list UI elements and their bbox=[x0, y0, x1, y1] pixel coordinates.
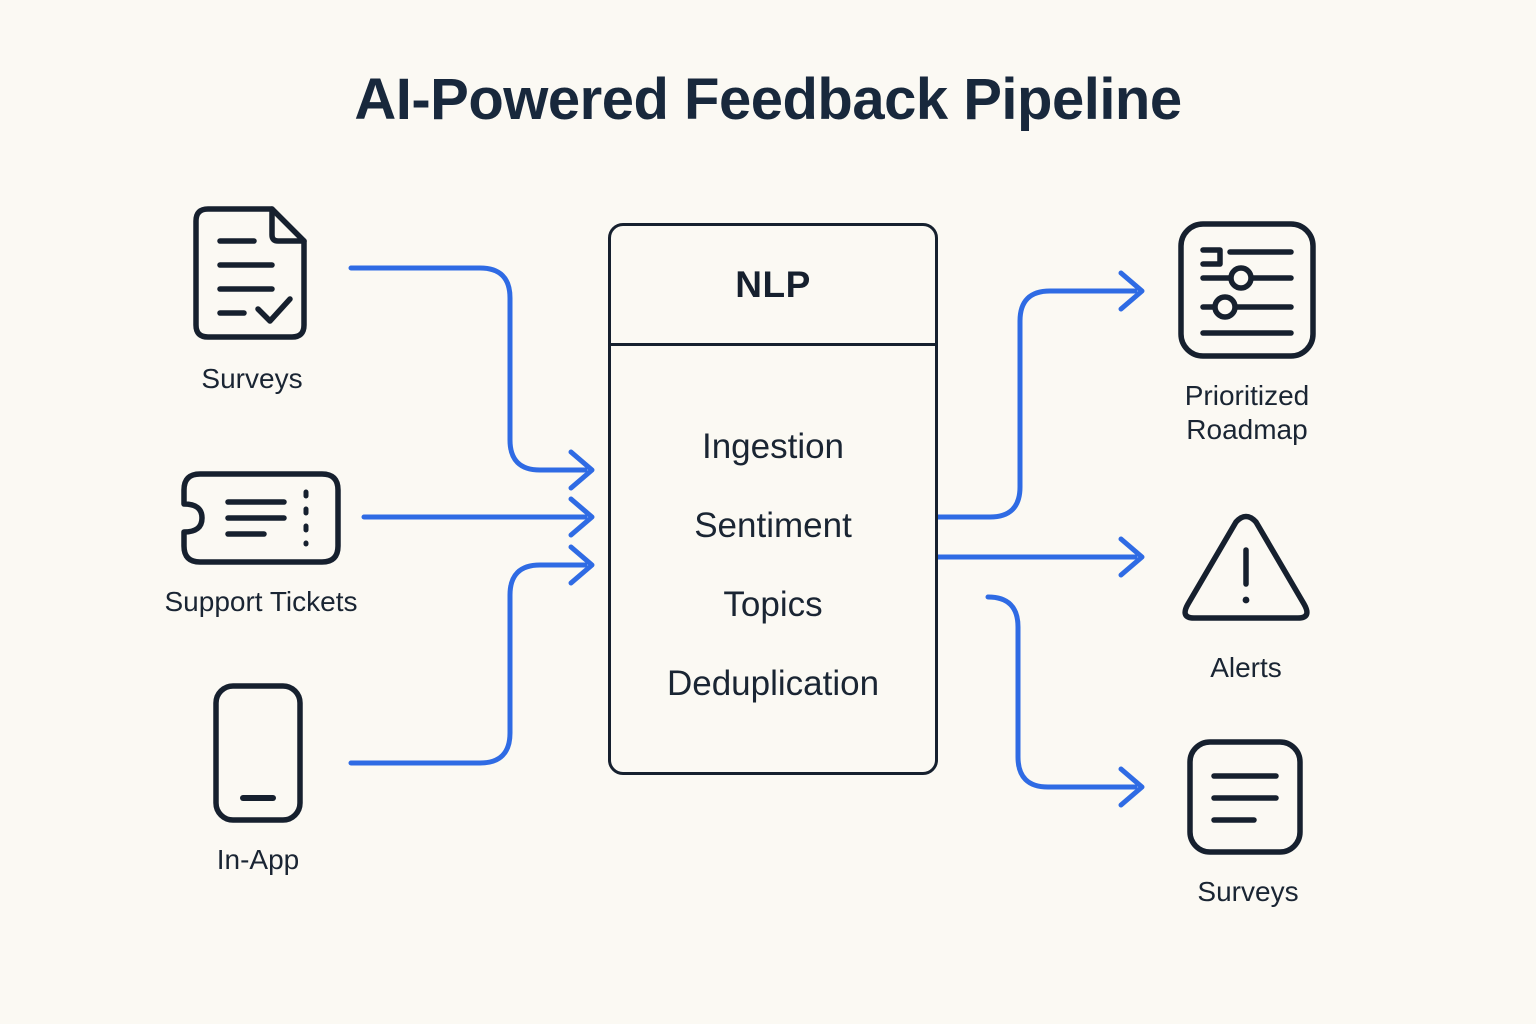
document-check-icon bbox=[186, 203, 318, 348]
pipeline-stage-topics[interactable]: Topics bbox=[723, 584, 823, 624]
pipeline-stage-ingestion[interactable]: Ingestion bbox=[701, 426, 845, 466]
output-label-surveys: Surveys bbox=[1197, 876, 1299, 907]
arrowhead-inapp bbox=[568, 544, 595, 586]
output-node-prioritized-roadmap[interactable]: Prioritized Roadmap bbox=[1164, 220, 1330, 447]
pipeline-stage-list: Ingestion Sentiment Topics Deduplication bbox=[611, 346, 935, 775]
pipeline-stage-deduplication[interactable]: Deduplication bbox=[666, 663, 880, 703]
arrowhead-roadmap bbox=[1118, 270, 1145, 312]
output-label-alerts: Alerts bbox=[1210, 652, 1282, 683]
output-node-alerts[interactable]: Alerts bbox=[1178, 512, 1314, 685]
input-label-surveys: Surveys bbox=[201, 363, 303, 394]
mobile-phone-icon bbox=[212, 682, 304, 829]
input-node-surveys[interactable]: Surveys bbox=[178, 203, 326, 396]
sliders-icon bbox=[1177, 220, 1317, 365]
pipeline-header-label: NLP bbox=[735, 263, 811, 305]
input-label-in-app: In-App bbox=[216, 844, 300, 875]
pipeline-header: NLP bbox=[611, 226, 935, 346]
warning-triangle-icon bbox=[1178, 512, 1314, 637]
arrowhead-surveys-out bbox=[1118, 766, 1145, 808]
input-node-support-tickets[interactable]: Support Tickets bbox=[132, 470, 390, 619]
arrowhead-surveys bbox=[568, 449, 595, 491]
input-node-in-app[interactable]: In-App bbox=[190, 682, 326, 877]
lines-card-icon bbox=[1186, 738, 1310, 861]
arrowhead-alerts bbox=[1118, 536, 1145, 578]
output-node-surveys[interactable]: Surveys bbox=[1182, 738, 1314, 909]
connector-pipeline-to-roadmap bbox=[935, 288, 1138, 520]
connector-pipeline-to-surveys bbox=[985, 594, 1138, 790]
arrowhead-tickets bbox=[568, 496, 595, 538]
pipeline-box[interactable]: NLP Ingestion Sentiment Topics Deduplica… bbox=[608, 223, 938, 775]
page-title: AI-Powered Feedback Pipeline bbox=[354, 67, 1182, 132]
input-label-support-tickets: Support Tickets bbox=[164, 586, 358, 617]
output-label-prioritized-roadmap: Prioritized Roadmap bbox=[1184, 380, 1310, 446]
connector-surveys-to-pipeline bbox=[348, 265, 588, 473]
ticket-icon bbox=[180, 470, 342, 571]
pipeline-stage-sentiment[interactable]: Sentiment bbox=[694, 505, 852, 545]
